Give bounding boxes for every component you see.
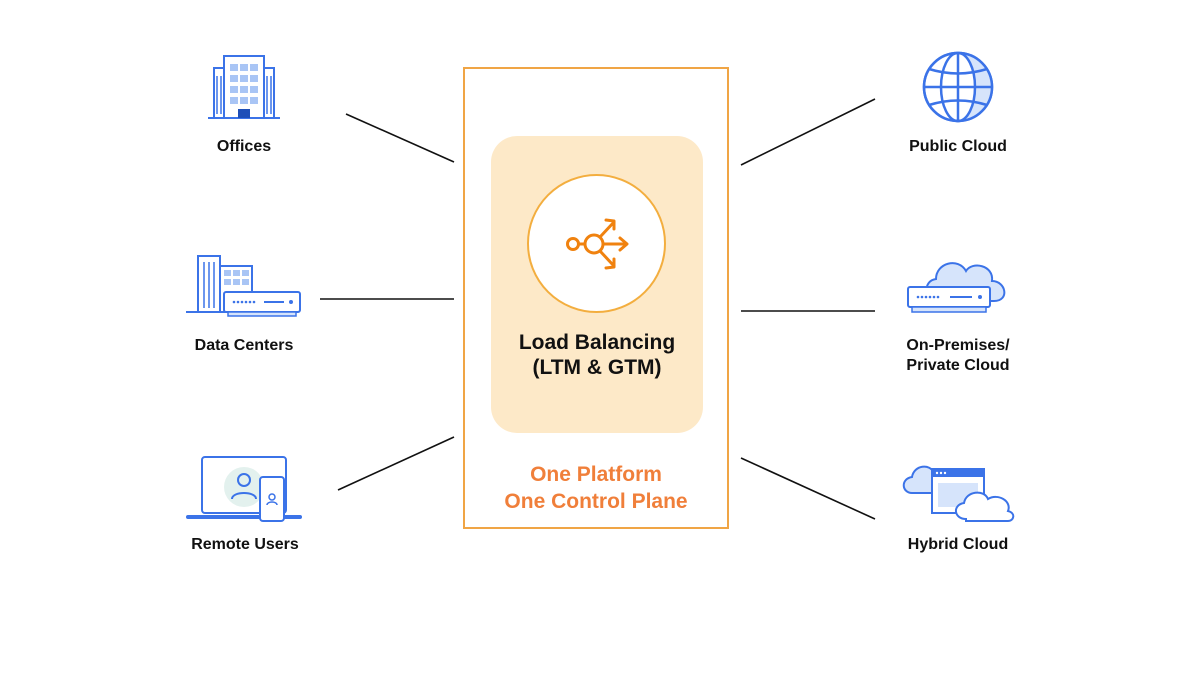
data-centers-label: Data Centers: [194, 337, 294, 354]
connector-public-cloud: [740, 98, 876, 166]
load-balancer-icon: [566, 218, 629, 270]
remote-users-label: Remote Users: [191, 536, 299, 553]
globe-icon: [922, 51, 994, 123]
connector-hybrid-cloud: [740, 457, 876, 520]
hybrid-cloud-icon: [902, 465, 1015, 522]
load-balancing-title-line1: Load Balancing: [518, 331, 676, 354]
private-cloud-label-line1: On-Premises/: [906, 337, 1010, 354]
platform-caption-line2: One Control Plane: [504, 490, 688, 513]
platform-caption-line1: One Platform: [530, 463, 662, 486]
connector-remote-users: [337, 436, 455, 491]
public-cloud-label: Public Cloud: [909, 138, 1007, 155]
load-balancing-circle: [527, 174, 666, 313]
private-cloud-label: On-Premises/ Private Cloud: [906, 336, 1009, 376]
load-balancing-title-line2: (LTM & GTM): [532, 356, 662, 379]
remote-users-icon: [186, 456, 302, 522]
hybrid-cloud-label: Hybrid Cloud: [907, 536, 1009, 553]
load-balancing-title: Load Balancing (LTM & GTM): [491, 330, 703, 380]
platform-caption: One Platform One Control Plane: [463, 461, 729, 515]
private-cloud-label-line2: Private Cloud: [906, 357, 1010, 374]
data-center-icon: [186, 255, 301, 317]
offices-label: Offices: [216, 138, 272, 155]
cloud-server-icon: [907, 262, 1006, 313]
office-building-icon: [208, 55, 280, 119]
connector-offices: [345, 113, 455, 163]
